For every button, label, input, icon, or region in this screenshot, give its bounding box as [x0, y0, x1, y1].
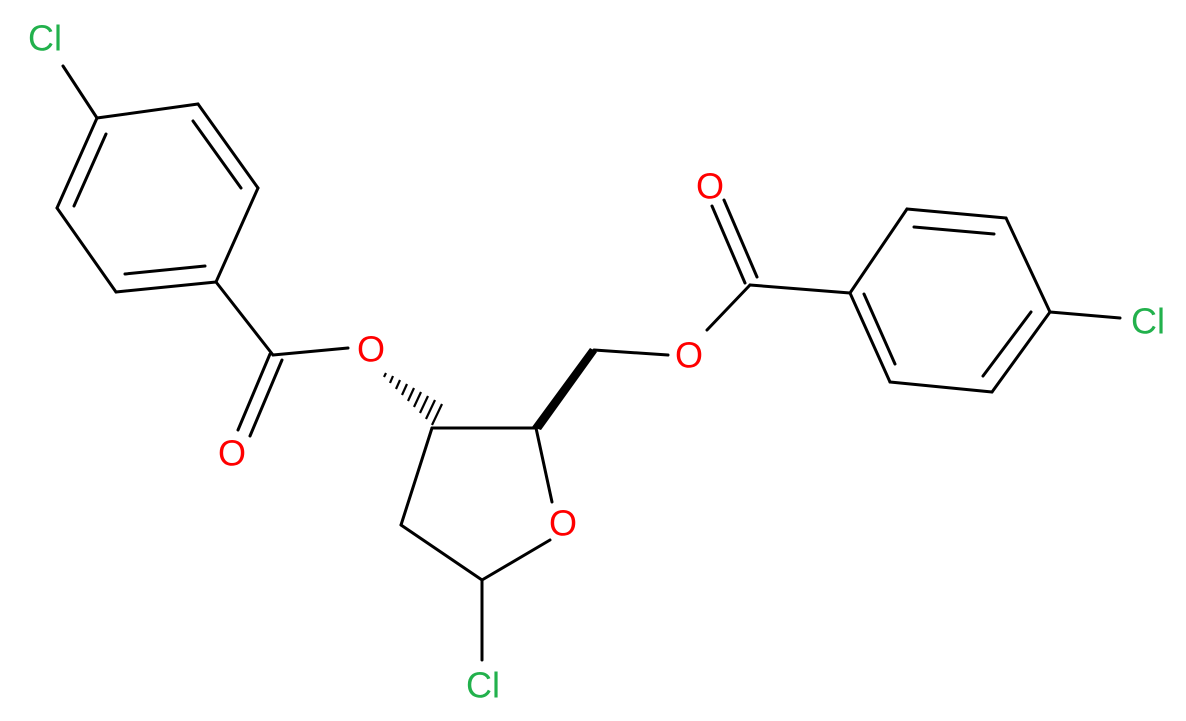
bond-carbonyl-ring-right — [748, 283, 852, 295]
bond — [888, 380, 994, 394]
bond — [55, 116, 99, 210]
atom-cl-right: Cl — [1131, 301, 1165, 342]
bond — [848, 207, 909, 295]
bond — [214, 186, 260, 284]
bond — [196, 102, 260, 190]
bond — [55, 206, 118, 294]
bond-ch2-o-right — [592, 348, 670, 357]
atom-cl-top-left: Cl — [28, 18, 62, 59]
right-chlorophenyl-ring — [848, 207, 1052, 394]
bond — [95, 102, 200, 120]
bond — [399, 523, 484, 582]
bond — [1004, 216, 1052, 314]
aromatic-inner-bond — [981, 310, 1033, 378]
bond-ring-carbonyl-left — [214, 280, 275, 357]
aromatic-inner-bond — [72, 132, 108, 208]
double-bond-co-left — [248, 358, 284, 438]
double-bond-co-right — [722, 198, 759, 279]
bond-o-c-ester-right — [705, 283, 752, 332]
bond-cl-right — [1048, 310, 1122, 320]
double-bond-co-right — [710, 204, 747, 285]
atom-o-ring: O — [549, 503, 577, 544]
bond — [534, 426, 554, 504]
bond — [848, 291, 892, 384]
atom-o-ester-left: O — [357, 329, 385, 370]
bond — [480, 538, 552, 582]
atom-cl-bottom: Cl — [466, 665, 500, 706]
tetrahydrofuran-ring — [399, 426, 554, 582]
bond-c-o-ester-left — [271, 346, 350, 357]
atom-o-ester-right: O — [675, 335, 703, 376]
aromatic-inner-bond — [123, 264, 207, 276]
double-bond-co-left — [236, 352, 272, 432]
bond — [399, 426, 434, 527]
bond — [114, 280, 218, 294]
aromatic-inner-bond — [191, 119, 243, 190]
solid-wedge-bond — [532, 348, 597, 430]
bond — [990, 310, 1052, 394]
left-chlorophenyl-ring — [55, 102, 260, 294]
bond-cl-left — [61, 64, 99, 120]
atom-o-carbonyl-right: O — [696, 166, 724, 207]
hashed-wedge-bond — [383, 372, 443, 426]
aromatic-inner-bond — [862, 292, 897, 366]
bond — [905, 207, 1008, 220]
aromatic-inner-bond — [912, 225, 996, 236]
atom-o-carbonyl-left: O — [218, 433, 246, 474]
